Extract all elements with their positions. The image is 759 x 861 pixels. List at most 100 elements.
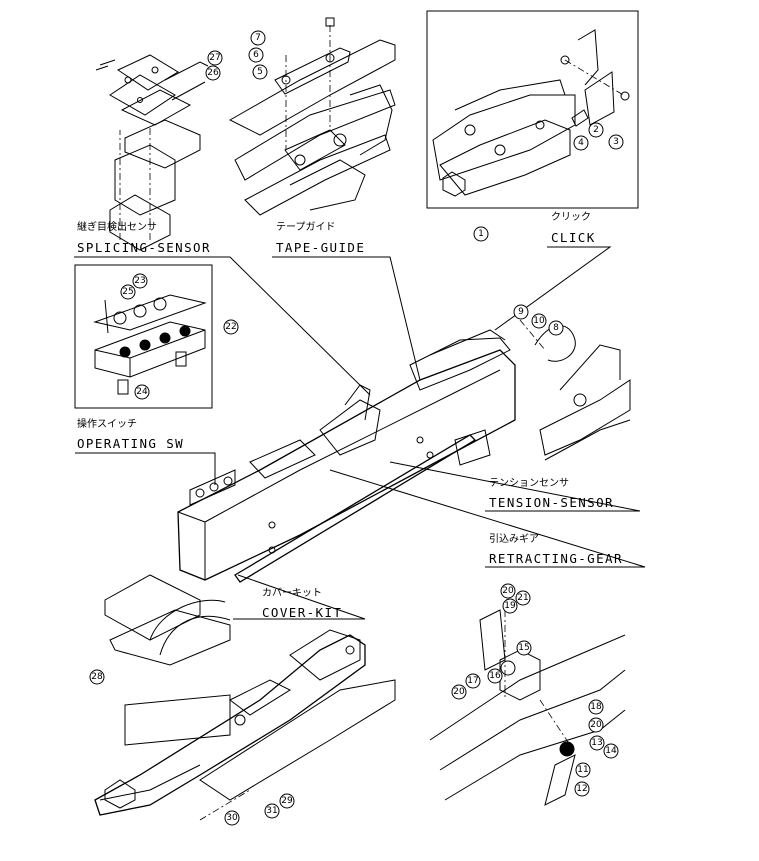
part-callout-number: 10 (533, 316, 545, 326)
part-callout-circle (588, 122, 604, 138)
part-callout-11: 11 (575, 762, 591, 778)
part-callout-number: 29 (281, 796, 293, 806)
part-callout-circle (120, 284, 136, 300)
part-callout-17: 17 (465, 673, 481, 689)
tension-sensor-jp: テンションセンサ (489, 477, 569, 489)
part-callout-circle (473, 226, 489, 242)
part-callout-14: 14 (603, 743, 619, 759)
part-callout-7: 7 (250, 30, 266, 46)
part-callout-13: 13 (589, 735, 605, 751)
part-callout-27: 27 (207, 50, 223, 66)
part-callout-number: 17 (467, 676, 478, 686)
part-callout-number: 19 (504, 601, 516, 611)
part-callout-circle (89, 669, 105, 685)
part-callout-circle (250, 30, 266, 46)
part-callout-number: 9 (518, 307, 524, 317)
part-callout-12: 12 (574, 781, 590, 797)
retracting-gear-jp: 引込みギア (489, 533, 539, 545)
part-callout-number: 21 (517, 593, 528, 603)
part-callout-18: 18 (588, 699, 604, 715)
part-callout-number: 1 (478, 229, 484, 239)
cover-kit-jp: カバーキット (262, 587, 322, 599)
part-callout-number: 20 (453, 687, 465, 697)
part-callout-circle (513, 304, 529, 320)
part-callout-circle (252, 64, 268, 80)
part-callout-circle (531, 313, 547, 329)
part-callout-number: 2 (593, 125, 599, 135)
part-callout-1: 1 (473, 226, 489, 242)
labels: 継ぎ目検出センサ SPLICING-SENSOR テープガイド TAPE-GUI… (77, 211, 623, 620)
part-callout-15: 15 (516, 640, 532, 656)
detail-click-box (426, 10, 639, 209)
part-callout-25: 25 (120, 284, 136, 300)
part-callout-number: 16 (489, 671, 501, 681)
detail-click-spring (519, 319, 631, 461)
part-callout-26: 26 (205, 65, 221, 81)
part-callout-number: 6 (253, 50, 259, 60)
part-callout-circle (451, 684, 467, 700)
part-callout-number: 27 (209, 53, 220, 63)
part-callout-24: 24 (134, 384, 150, 400)
tape-guide-jp: テープガイド (276, 221, 335, 233)
part-callout-circle (134, 384, 150, 400)
part-callout-circle (465, 673, 481, 689)
part-callout-10: 10 (531, 313, 547, 329)
detail-sensor-bracket (95, 54, 209, 251)
part-callout-circle (573, 135, 589, 151)
part-callout-5: 5 (252, 64, 268, 80)
part-callout-number: 3 (613, 137, 619, 147)
part-callout-circle (548, 320, 564, 336)
part-callout-number: 11 (577, 765, 588, 775)
part-callout-circle (574, 781, 590, 797)
tension-sensor-en: TENSION-SENSOR (489, 495, 614, 510)
part-callout-number: 22 (225, 322, 236, 332)
retracting-gear-en: RETRACTING-GEAR (489, 551, 623, 566)
part-callout-21: 21 (515, 590, 531, 606)
splicing-sensor-en: SPLICING-SENSOR (77, 240, 211, 255)
part-callout-number: 13 (591, 738, 602, 748)
cover-kit-en: COVER-KIT (262, 605, 342, 620)
part-callouts: 1234567891011121314151617181920202021222… (89, 30, 624, 826)
part-callout-number: 14 (605, 746, 617, 756)
click-jp: クリック (551, 211, 591, 223)
label-leaders (74, 246, 646, 620)
part-callout-circle (515, 590, 531, 606)
part-callout-16: 16 (487, 668, 503, 684)
part-callout-circle (205, 65, 221, 81)
part-callout-circle (500, 583, 516, 599)
part-callout-number: 7 (255, 33, 261, 43)
part-callout-circle (589, 735, 605, 751)
part-callout-28: 28 (89, 669, 105, 685)
part-callout-circle (502, 598, 518, 614)
detail-cover-kit (94, 629, 396, 821)
part-callout-circle (207, 50, 223, 66)
part-callout-number: 20 (502, 586, 514, 596)
part-callout-number: 25 (122, 287, 133, 297)
part-callout-20: 20 (500, 583, 516, 599)
part-callout-circle (588, 699, 604, 715)
part-callout-circle (132, 273, 148, 289)
part-callout-circle (516, 640, 532, 656)
part-callout-circle (279, 793, 295, 809)
part-callout-circle (608, 134, 624, 150)
part-callout-number: 18 (590, 702, 602, 712)
part-callout-2: 2 (588, 122, 604, 138)
splicing-sensor-jp: 継ぎ目検出センサ (77, 220, 157, 233)
part-callout-29: 29 (279, 793, 295, 809)
operating-sw-en: OPERATING SW (77, 436, 184, 451)
part-callout-4: 4 (573, 135, 589, 151)
detail-operating-switch-box (74, 264, 213, 409)
part-callout-20: 20 (588, 717, 604, 733)
part-callout-8: 8 (548, 320, 564, 336)
part-callout-circle (575, 762, 591, 778)
part-callout-23: 23 (132, 273, 148, 289)
detail-tape-guide (228, 17, 396, 216)
part-callout-22: 22 (223, 319, 239, 335)
part-callout-circle (264, 803, 280, 819)
part-callout-circle (603, 743, 619, 759)
operating-sw-jp: 操作スイッチ (77, 417, 137, 430)
tape-guide-en: TAPE-GUIDE (276, 240, 365, 255)
part-callout-number: 31 (266, 806, 277, 816)
